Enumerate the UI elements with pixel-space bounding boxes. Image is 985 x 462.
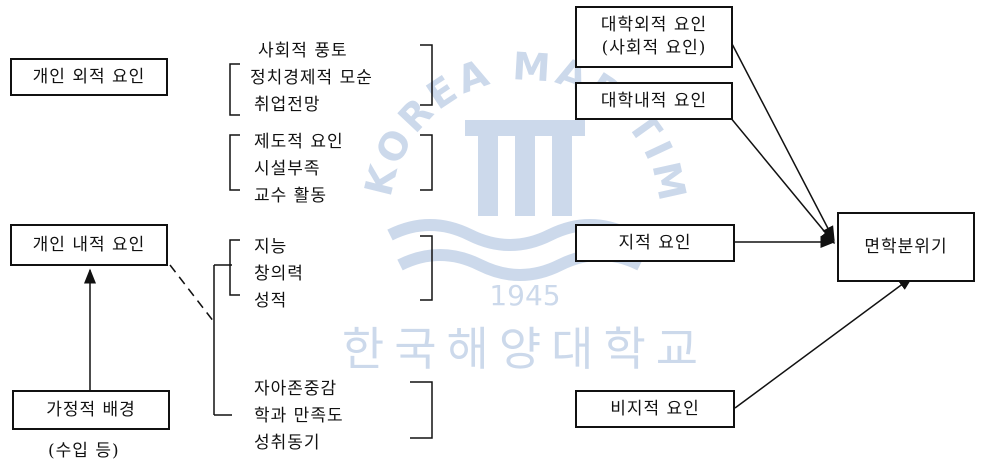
- bracket-left-g1: [229, 63, 240, 116]
- family-background-label: 가정적 배경: [46, 399, 136, 420]
- middle-g4-item-2: 학과 만족도: [254, 406, 344, 426]
- bracket-left-g3: [229, 239, 240, 296]
- arrow-inside-to-outcome: [729, 116, 835, 245]
- middle-g3-item-3: 성적: [254, 291, 288, 311]
- outside-univ-label-line1: 대학외적 요인: [600, 15, 708, 36]
- bracket-right-g1: [420, 44, 433, 106]
- bracket-right-g2: [420, 134, 433, 191]
- outside-univ-factor-box: 대학외적 요인 (사회적 요인): [575, 6, 733, 68]
- middle-g1-item-1: 사회적 풍토: [258, 41, 348, 61]
- middle-g2-item-2: 시설부족: [254, 159, 321, 179]
- middle-g2-item-3: 교수 활동: [254, 186, 327, 206]
- internal-factor-label: 개인 내적 요인: [32, 234, 146, 255]
- arrow-nonintellectual-to-outcome: [734, 276, 914, 409]
- non-intellectual-factor-box: 비지적 요인: [575, 390, 735, 428]
- external-factor-label: 개인 외적 요인: [32, 66, 146, 87]
- outside-univ-label-line2: (사회적 요인): [601, 38, 707, 58]
- outcome-label: 면학분위기: [864, 236, 948, 257]
- middle-g4-item-1: 자아존중감: [254, 379, 338, 399]
- inside-univ-label: 대학내적 요인: [600, 90, 708, 111]
- middle-g2-item-1: 제도적 요인: [254, 132, 344, 152]
- intellectual-label: 지적 요인: [618, 232, 692, 253]
- outcome-box: 면학분위기: [837, 212, 975, 282]
- middle-g3-item-2: 창의력: [254, 264, 304, 284]
- middle-g1-item-3: 취업전망: [254, 95, 321, 115]
- middle-g4-item-3: 성취동기: [254, 433, 321, 453]
- middle-g1-item-2: 정치경제적 모순: [250, 68, 373, 88]
- dashed-internal-to-branch: [169, 264, 215, 323]
- family-background-note: (수입 등): [48, 441, 120, 461]
- bracket-right-g4: [410, 381, 433, 439]
- inside-univ-factor-box: 대학내적 요인: [575, 82, 733, 120]
- internal-factor-box: 개인 내적 요인: [10, 224, 168, 266]
- intellectual-factor-box: 지적 요인: [575, 224, 735, 262]
- external-factor-box: 개인 외적 요인: [10, 58, 168, 96]
- non-intellectual-label: 비지적 요인: [610, 398, 700, 419]
- family-background-box: 가정적 배경: [12, 390, 170, 430]
- bracket-right-g3: [420, 235, 433, 301]
- arrow-outside-to-outcome: [729, 39, 835, 242]
- middle-g3-item-1: 지능: [254, 237, 288, 257]
- bracket-left-g2: [229, 134, 240, 191]
